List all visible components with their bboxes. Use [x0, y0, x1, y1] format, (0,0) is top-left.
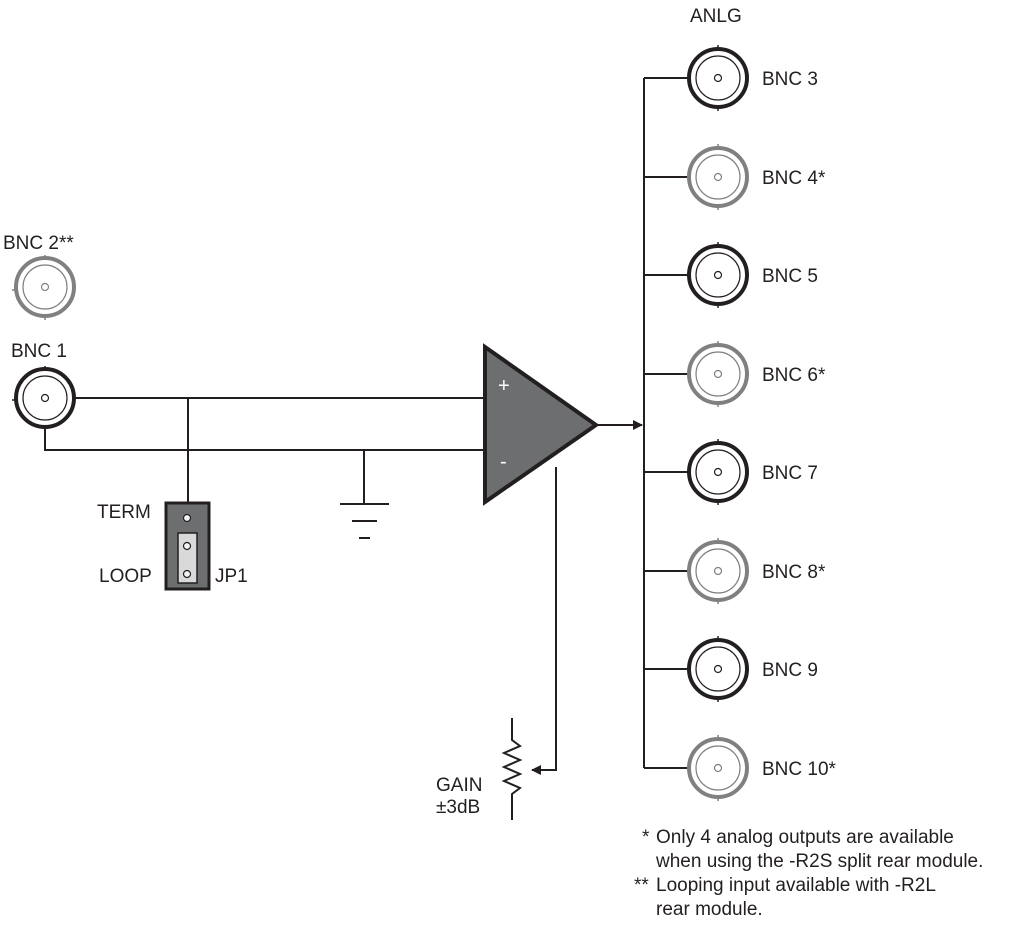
bnc-connector-icon — [687, 638, 749, 700]
bnc-connector-icon — [12, 366, 76, 429]
jumper-pin-icon — [182, 541, 192, 551]
jumper-pin-icon — [182, 513, 192, 523]
input-wiring — [44, 397, 485, 503]
output-bnc-connector: BNC 9 — [644, 636, 818, 702]
bnc-inner-ring — [695, 646, 741, 692]
output-bnc-connector: BNC 3 — [644, 45, 818, 111]
bnc-inner-ring — [695, 252, 741, 298]
bnc-inner-ring — [695, 745, 741, 791]
jumper-loop-label: LOOP — [99, 566, 152, 587]
gain-potentiometer: GAIN ±3dB — [436, 467, 557, 820]
output-bnc-label: BNC 3 — [762, 69, 818, 90]
output-bnc-label: BNC 5 — [762, 266, 818, 287]
footnotes: * Only 4 analog outputs are available wh… — [634, 827, 983, 920]
output-group-label: ANLG — [690, 6, 742, 27]
bnc-inner-ring — [695, 154, 741, 200]
footnote-mark: ** — [634, 875, 649, 896]
bnc2-input-connector: BNC 2** — [3, 233, 76, 320]
bnc-connector-icon — [687, 343, 749, 405]
output-bnc-connector: BNC 5 — [644, 242, 818, 308]
jumper-term-label: TERM — [97, 502, 151, 523]
output-bnc-connector: BNC 10* — [644, 735, 837, 801]
resistor-icon — [501, 718, 523, 820]
bnc1-label: BNC 1 — [11, 341, 67, 362]
output-bnc-connector: BNC 7 — [644, 439, 818, 505]
gain-range-label: ±3dB — [436, 797, 480, 818]
output-bnc-label: BNC 10* — [762, 759, 837, 780]
footnote-line: when using the -R2S split rear module. — [655, 851, 983, 872]
output-bnc-connector: BNC 6* — [644, 341, 826, 407]
amp-plus-label: + — [498, 375, 510, 397]
bnc-connector-icon — [687, 244, 749, 306]
output-bnc-label: BNC 6* — [762, 365, 826, 386]
jumper-jp1: TERM LOOP JP1 — [97, 501, 248, 591]
footnote-mark: * — [642, 827, 650, 848]
output-bnc-label: BNC 4* — [762, 168, 826, 189]
footnote-line: rear module. — [656, 899, 763, 920]
bnc2-label: BNC 2** — [3, 233, 74, 254]
bnc-center-pin — [713, 73, 723, 83]
output-connectors: BNC 3 BNC 4* BNC 5 BNC 6* BNC 7 BNC 8* BNC 9 BN… — [644, 45, 837, 801]
bnc-center-pin — [713, 369, 723, 379]
jumper-shunt — [177, 532, 198, 584]
bnc-center-pin — [713, 566, 723, 576]
bnc-connector-icon — [687, 441, 749, 503]
bnc-inner-ring — [695, 351, 741, 397]
footnote-line: Looping input available with -R2L — [656, 875, 936, 896]
bnc-center-pin — [713, 172, 723, 182]
output-bnc-label: BNC 7 — [762, 463, 818, 484]
output-bnc-label: BNC 9 — [762, 660, 818, 681]
bnc-connector-icon — [687, 47, 749, 109]
output-bnc-label: BNC 8* — [762, 562, 826, 583]
gain-wiper-arrow-icon — [531, 467, 557, 775]
gain-label: GAIN — [436, 775, 482, 796]
bnc-center-pin — [713, 763, 723, 773]
bnc-inner-ring — [695, 55, 741, 101]
jumper-pin-icon — [182, 569, 192, 579]
bnc-connector-icon — [687, 146, 749, 208]
jumper-name-label: JP1 — [215, 566, 248, 587]
output-bnc-connector: BNC 8* — [644, 538, 826, 604]
bnc-inner-ring — [695, 449, 741, 495]
bnc-connector-icon — [687, 737, 749, 799]
bnc-inner-ring — [695, 548, 741, 594]
amplifier-triangle-icon — [483, 343, 600, 506]
bnc-center-pin — [713, 270, 723, 280]
bnc1-input-connector: BNC 1 — [11, 341, 76, 429]
bnc-connector-icon — [687, 540, 749, 602]
amplifier: + - — [483, 343, 643, 506]
bnc-connector-icon — [12, 255, 76, 320]
footnote-line: Only 4 analog outputs are available — [656, 827, 954, 848]
output-bnc-connector: BNC 4* — [644, 144, 826, 210]
bnc-center-pin — [713, 664, 723, 674]
ground-symbol-icon — [340, 450, 389, 539]
bnc-center-pin — [713, 467, 723, 477]
amp-minus-label: - — [500, 451, 507, 473]
